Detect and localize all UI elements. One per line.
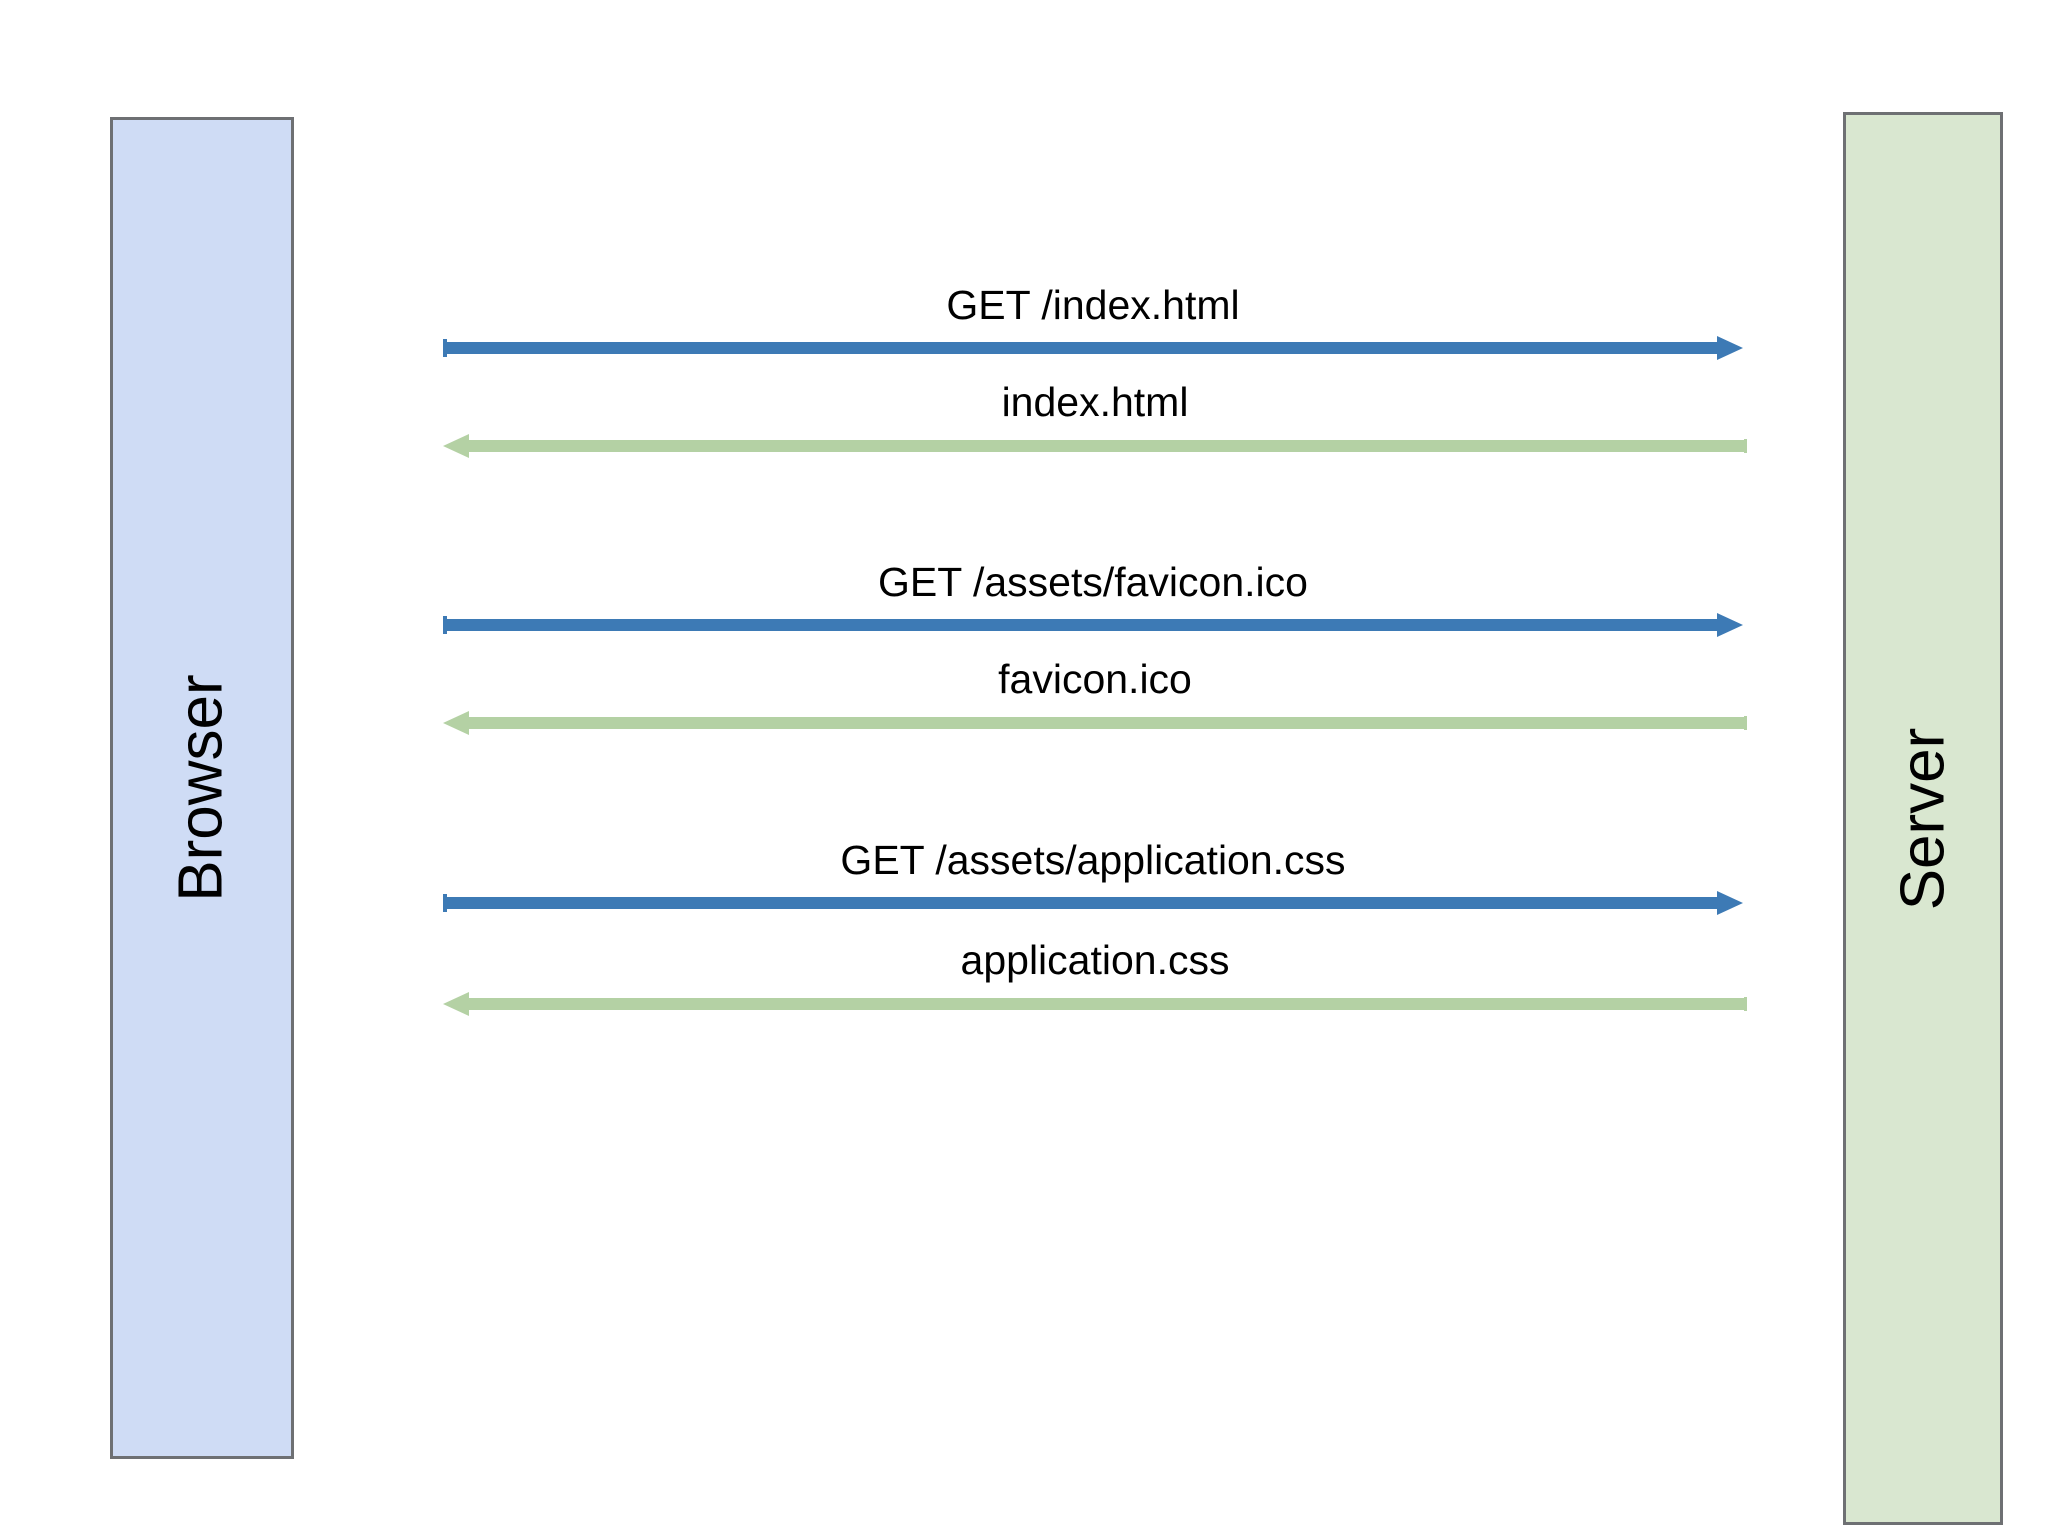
message-4-arrow-shaft — [469, 717, 1747, 729]
message-6-arrow-response — [443, 992, 1747, 1016]
message-3-label: GET /assets/favicon.ico — [878, 559, 1308, 605]
message-3-arrow-shaft — [443, 619, 1717, 631]
message-6-application-css[interactable]: application.css — [443, 937, 1747, 1016]
message-2-label: index.html — [1001, 379, 1189, 425]
message-5-arrow-shaft — [443, 897, 1717, 909]
participant-server-label: Server — [1888, 727, 1958, 910]
message-5-label: GET /assets/application.css — [840, 837, 1346, 883]
message-6-arrowhead — [443, 992, 469, 1016]
message-3-arrow-request — [443, 613, 1743, 637]
message-1-arrow-shaft — [443, 342, 1717, 354]
message-6-arrow-tail — [1744, 997, 1747, 1011]
message-4-arrow-response — [443, 711, 1747, 735]
message-3-arrowhead — [1717, 613, 1743, 637]
message-6-arrow-shaft — [469, 998, 1747, 1010]
message-2-arrowhead — [443, 434, 469, 458]
message-1-get-index-html[interactable]: GET /index.html — [443, 285, 1743, 360]
message-2-arrow-tail — [1744, 439, 1747, 453]
message-4-arrowhead — [443, 711, 469, 735]
message-5-arrow-request — [443, 891, 1743, 915]
message-2-index-html[interactable]: index.html — [443, 379, 1747, 458]
message-5-get-application-css[interactable]: GET /assets/application.css — [443, 840, 1743, 915]
participant-browser-label: Browser — [167, 674, 237, 902]
participant-browser[interactable]: Browser — [110, 117, 294, 1459]
message-4-favicon-ico[interactable]: favicon.ico — [443, 656, 1747, 735]
message-1-label: GET /index.html — [946, 282, 1240, 328]
message-1-arrowhead — [1717, 336, 1743, 360]
message-1-arrow-request — [443, 336, 1743, 360]
message-3-get-favicon-ico[interactable]: GET /assets/favicon.ico — [443, 562, 1743, 637]
message-4-arrow-tail — [1744, 716, 1747, 730]
message-5-arrowhead — [1717, 891, 1743, 915]
participant-server[interactable]: Server — [1843, 112, 2003, 1525]
message-4-label: favicon.ico — [998, 656, 1192, 702]
message-2-arrow-shaft — [469, 440, 1747, 452]
message-6-label: application.css — [960, 937, 1230, 983]
message-2-arrow-response — [443, 434, 1747, 458]
